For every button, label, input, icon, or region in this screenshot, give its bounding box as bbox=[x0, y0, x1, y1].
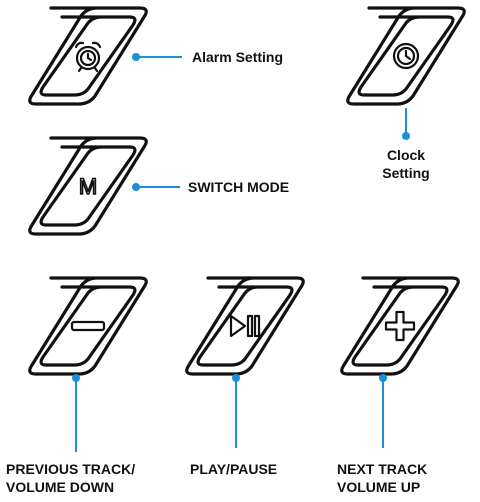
alarm-setting-key[interactable] bbox=[28, 6, 148, 106]
switch-mode-key[interactable]: M bbox=[28, 136, 148, 236]
connectors bbox=[72, 53, 410, 452]
play-pause-label: PLAY/PAUSE bbox=[190, 461, 278, 477]
next-volume-up-label: NEXT TRACK VOLUME UP bbox=[337, 461, 428, 495]
next-connector-dot bbox=[379, 374, 387, 382]
clock-connector-dot bbox=[402, 132, 410, 140]
previous-volume-down-label: PREVIOUS TRACK/ VOLUME DOWN bbox=[6, 461, 136, 495]
mode-connector-dot bbox=[132, 183, 140, 191]
clock-setting-key[interactable] bbox=[346, 6, 466, 106]
minus-icon bbox=[70, 320, 106, 332]
switch-mode-label: SWITCH MODE bbox=[188, 179, 290, 195]
next-volume-up-key[interactable] bbox=[340, 276, 460, 376]
alarm-setting-label: Alarm Setting bbox=[192, 49, 284, 65]
plus-icon bbox=[384, 310, 416, 342]
play-pause-key[interactable] bbox=[185, 276, 305, 376]
play-pause-icon bbox=[229, 314, 261, 338]
letter-m-icon: M bbox=[79, 174, 97, 199]
clock-setting-label: Clock Setting bbox=[382, 147, 430, 181]
prev-connector-dot bbox=[72, 374, 80, 382]
play-connector-dot bbox=[232, 374, 240, 382]
clock-face-icon bbox=[392, 42, 420, 70]
alarm-clock-icon bbox=[74, 41, 102, 73]
alarm-connector-dot bbox=[132, 53, 140, 61]
previous-volume-down-key[interactable] bbox=[28, 276, 148, 376]
